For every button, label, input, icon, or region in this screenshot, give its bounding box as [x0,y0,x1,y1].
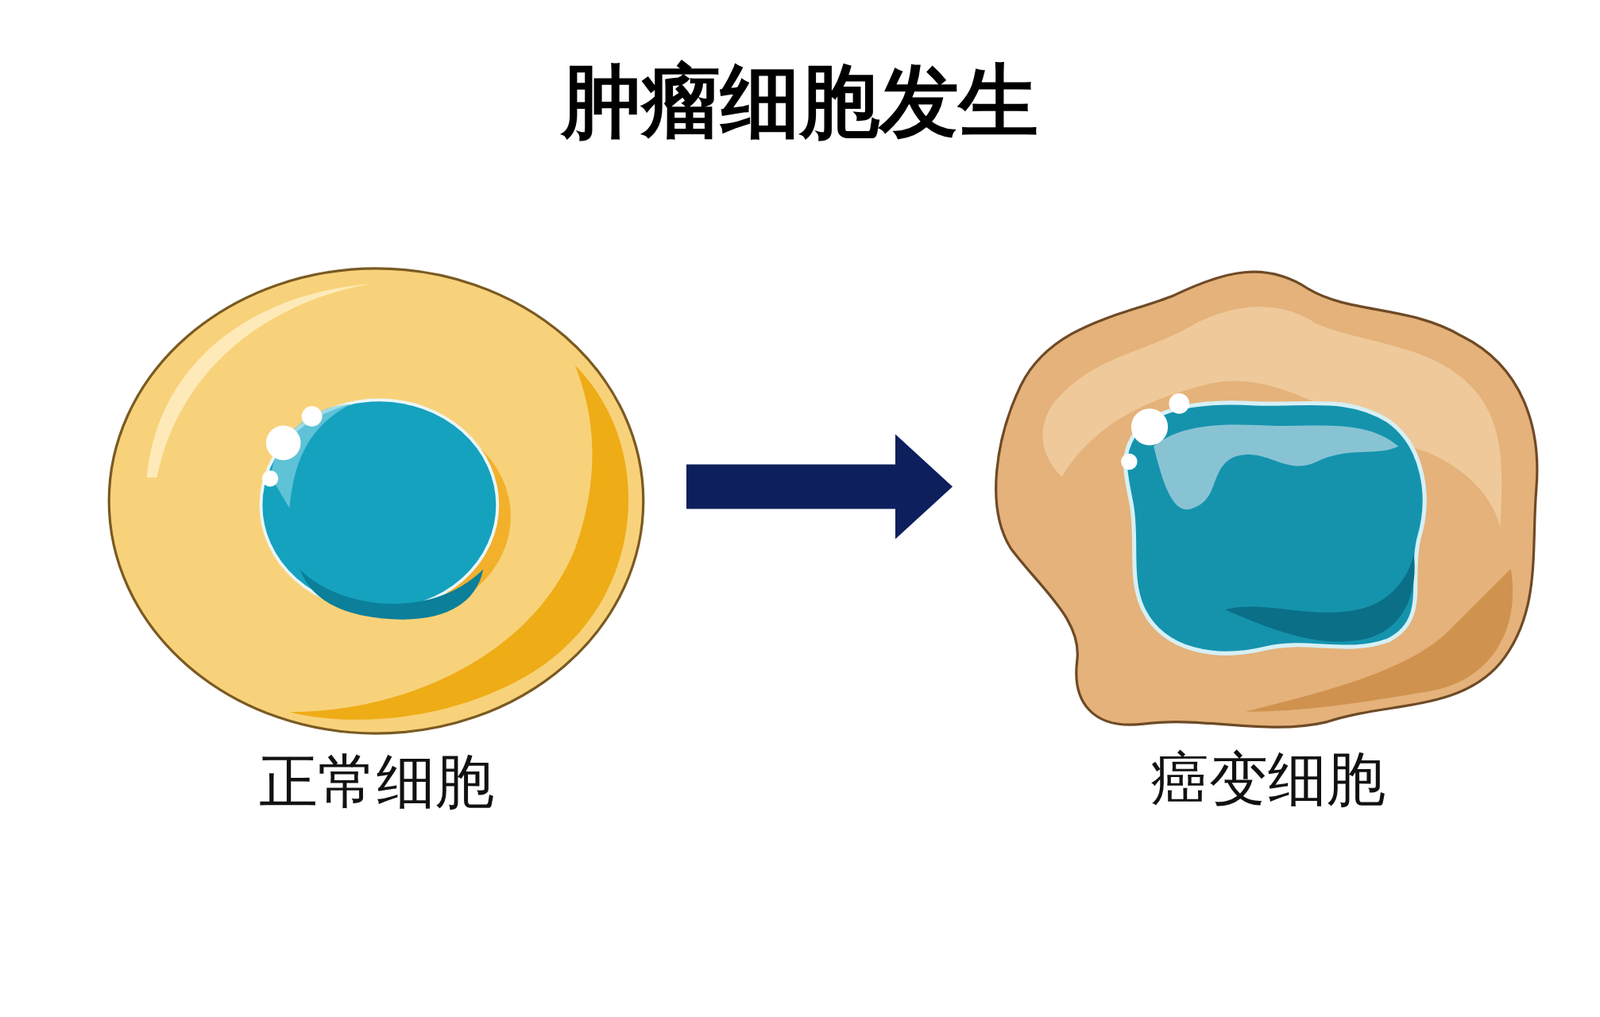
cell-node: 正常细胞 [105,265,647,823]
normal-cell [105,265,647,737]
block-arrow [686,434,953,540]
cell-label: 正常细胞 [105,742,647,823]
diagram-title: 肿瘤细胞发生 [0,49,1600,157]
cell-label: 癌变细胞 [992,740,1544,820]
cell-node: 癌变细胞 [992,260,1544,820]
cancer-cell [992,260,1544,735]
